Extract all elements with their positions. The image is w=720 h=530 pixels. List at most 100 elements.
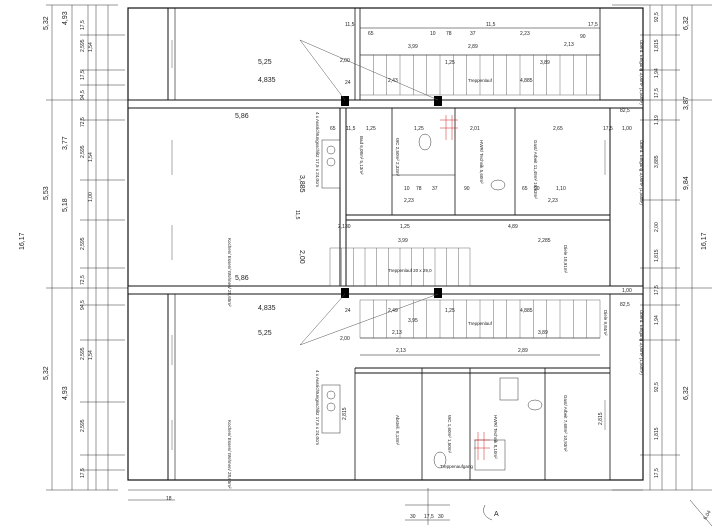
dim-left-1-00: 1,00 — [88, 192, 94, 202]
dim-mid-1-25-c: 1,25 — [400, 224, 410, 230]
dim-mid-2-65: 2,65 — [553, 126, 563, 132]
dim-mid-11-5: 11,5 — [346, 126, 356, 132]
dim-right-1-815-c: 1,815 — [654, 427, 660, 440]
dim-upper-4-885: 4,885 — [520, 78, 533, 84]
dim-left-17-5-a: 17,5 — [80, 20, 86, 30]
dim-mid-1-25-b: 1,25 — [414, 126, 424, 132]
room-eingang-unit1: Überd. Eingang 3,00m² (1,50m²) — [639, 140, 645, 205]
room-hwr-unit2: HWR/ Technik 8,10m² — [493, 415, 498, 459]
dim-mid-10: 10 — [404, 186, 410, 192]
dim-mid-65-b: 65 — [522, 186, 528, 192]
dim-right-17-5-a: 17,5 — [654, 88, 660, 98]
dim-mid-3-99: 3,99 — [398, 238, 408, 244]
dim-upper-2-00: 2,00 — [340, 58, 350, 64]
dim-right-9-84: 9,84 — [683, 176, 690, 190]
dim-lower-4-885: 4,885 — [520, 308, 533, 314]
stairs-label-low: Treppenlauf — [468, 321, 493, 326]
dim-lower-2-13: 2,13 — [392, 330, 402, 336]
room-diele-unit2: Diele 9,84m² — [603, 310, 608, 336]
right-dimension-chains — [612, 4, 712, 491]
stairs — [329, 54, 601, 339]
dim-left-4-93-top: 4,93 — [62, 11, 69, 25]
dim-right-92-5-b: 92,5 — [654, 382, 660, 392]
dim-lower-2-13-b: 2,13 — [396, 348, 406, 354]
dim-mid-5-86: 5,86 — [235, 113, 249, 120]
dim-upper-3-89: 3,89 — [540, 60, 550, 66]
dim-left-2-595-c: 2,595 — [80, 237, 86, 250]
dim-right-17-5-b: 17,5 — [654, 285, 660, 295]
dim-left-72-5-a: 72,5 — [80, 117, 86, 127]
dim-lower-2-89: 2,89 — [518, 348, 528, 354]
dim-bottom-30-b: 30 — [438, 514, 444, 520]
left-dimension-chains — [46, 4, 130, 491]
dim-mid-90: 90 — [534, 186, 540, 192]
dim-left-72-5-b: 72,5 — [80, 275, 86, 285]
dim-mid-1-00: 1,00 — [622, 126, 632, 132]
dim-right-1-94-a: 1,94 — [654, 68, 660, 78]
dim-right-6-32-top: 6,32 — [683, 16, 690, 30]
dim-bottom-17-5: 17,5 — [424, 514, 434, 520]
dim-left-3-77: 3,77 — [62, 136, 69, 150]
dim-lower-2-815-b: 2,815 — [598, 412, 604, 425]
dim-right-92-5-a: 92,5 — [654, 12, 660, 22]
dim-lower-4-835: 4,835 — [258, 305, 276, 312]
room-kitchen-unit1: Kochen/ Essen/ Wohnen/ 28,65m² — [227, 238, 232, 307]
dim-left-2-595-b: 2,595 — [80, 145, 86, 158]
note-fenster-top: 4 x Ausrichtungsschlitz 17,5 x 24,0cm — [315, 112, 320, 187]
duct-lines — [299, 39, 439, 346]
dim-left-2-595-d: 2,595 — [80, 347, 86, 360]
dim-upper-5-25: 5,25 — [258, 59, 272, 66]
dim-lower-24: 24 — [345, 308, 351, 314]
handwritten-note: Treppenaufgang — [440, 464, 473, 469]
dim-right-3-87: 3,87 — [683, 96, 690, 110]
dim-mid-82-5: 82,5 — [620, 108, 630, 114]
dim-right-1-19: 1,19 — [654, 115, 660, 125]
axis-marker-a: A — [494, 511, 499, 518]
dim-lower-5-25: 5,25 — [258, 330, 272, 337]
room-hwr-unit1: HWR/ Technik 5,60m² — [479, 140, 484, 184]
dim-mid-65: 65 — [330, 126, 336, 132]
right-dimension-text: 92,5 1,815 1,94 17,5 1,19 3,885 2,00 1,8… — [654, 12, 708, 478]
dim-bottom-6-04: 6,04 — [703, 509, 713, 521]
dim-mid-2130: 2,130 — [338, 224, 351, 230]
dim-left-1-54-c: 1,54 — [88, 350, 94, 360]
dim-left-2-595-a: 2,595 — [80, 39, 86, 52]
room-wc-unit2: WC 1,60m² 1,50m² — [447, 415, 452, 454]
dim-top-78: 78 — [446, 31, 452, 37]
dim-mid-2-23-a: 2,23 — [404, 198, 414, 204]
stairs-label-mid: Treppenlauf 20 x 29,0 — [388, 268, 432, 273]
dim-bottom-30: 30 — [410, 514, 416, 520]
dim-left-17-5-c: 17,5 — [80, 468, 86, 478]
dim-right-1-94-b: 1,94 — [654, 315, 660, 325]
room-wc-unit1: WC 2,50m² 2,33m² — [395, 138, 400, 177]
red-pipework — [440, 115, 490, 460]
dim-left-5-32-top: 5,32 — [43, 16, 50, 30]
dim-left-4-93-bottom: 4,93 — [62, 386, 69, 400]
dim-mid-17-5: 17,5 — [603, 126, 613, 132]
dim-top-17-5: 17,5 — [588, 22, 598, 28]
room-labels: 4 x Ausrichtungsschlitz 17,5 x 24,0cm 4 … — [227, 40, 645, 489]
room-abstell-unit2: Abstell. 8,13m² — [395, 415, 400, 446]
dim-right-1-815-b: 1,815 — [654, 249, 660, 262]
dim-right-2-00: 2,00 — [654, 222, 660, 232]
dim-left-1-54-a: 1,54 — [88, 42, 94, 52]
note-fenster-bottom: 4 x Ausrichtungsschlitz 17,5 x 24,0cm — [315, 370, 320, 445]
room-diele-unit1: Diele 18,91m² — [563, 245, 568, 274]
dim-left-5-53: 5,53 — [43, 186, 50, 200]
dim-mid-3-885: 3,885 — [298, 175, 305, 193]
dim-mid-1-25-a: 1,25 — [366, 126, 376, 132]
dim-right-1-815-a: 1,815 — [654, 39, 660, 52]
dim-lower-3-89: 3,89 — [538, 330, 548, 336]
room-eingang-top: Überd. Eingang 3,00m² (1,50m²) — [639, 40, 645, 105]
dim-top-10: 10 — [430, 31, 436, 37]
dim-top-65: 65 — [368, 31, 374, 37]
dim-mid-1-10: 1,10 — [556, 186, 566, 192]
room-bad-unit1: Bad 6,08m² 5,13m² — [359, 136, 364, 175]
dim-top-2-13: 2,13 — [564, 42, 574, 48]
dim-mid-4-89: 4,89 — [508, 224, 518, 230]
room-gast-unit1: Gast/ Arbeit 11,49m² 10,93m² — [533, 140, 538, 199]
dim-left-2-595-e: 2,595 — [80, 419, 86, 432]
dim-top-2-89: 2,89 — [468, 44, 478, 50]
dim-lower-2-49: 2,49 — [388, 308, 398, 314]
